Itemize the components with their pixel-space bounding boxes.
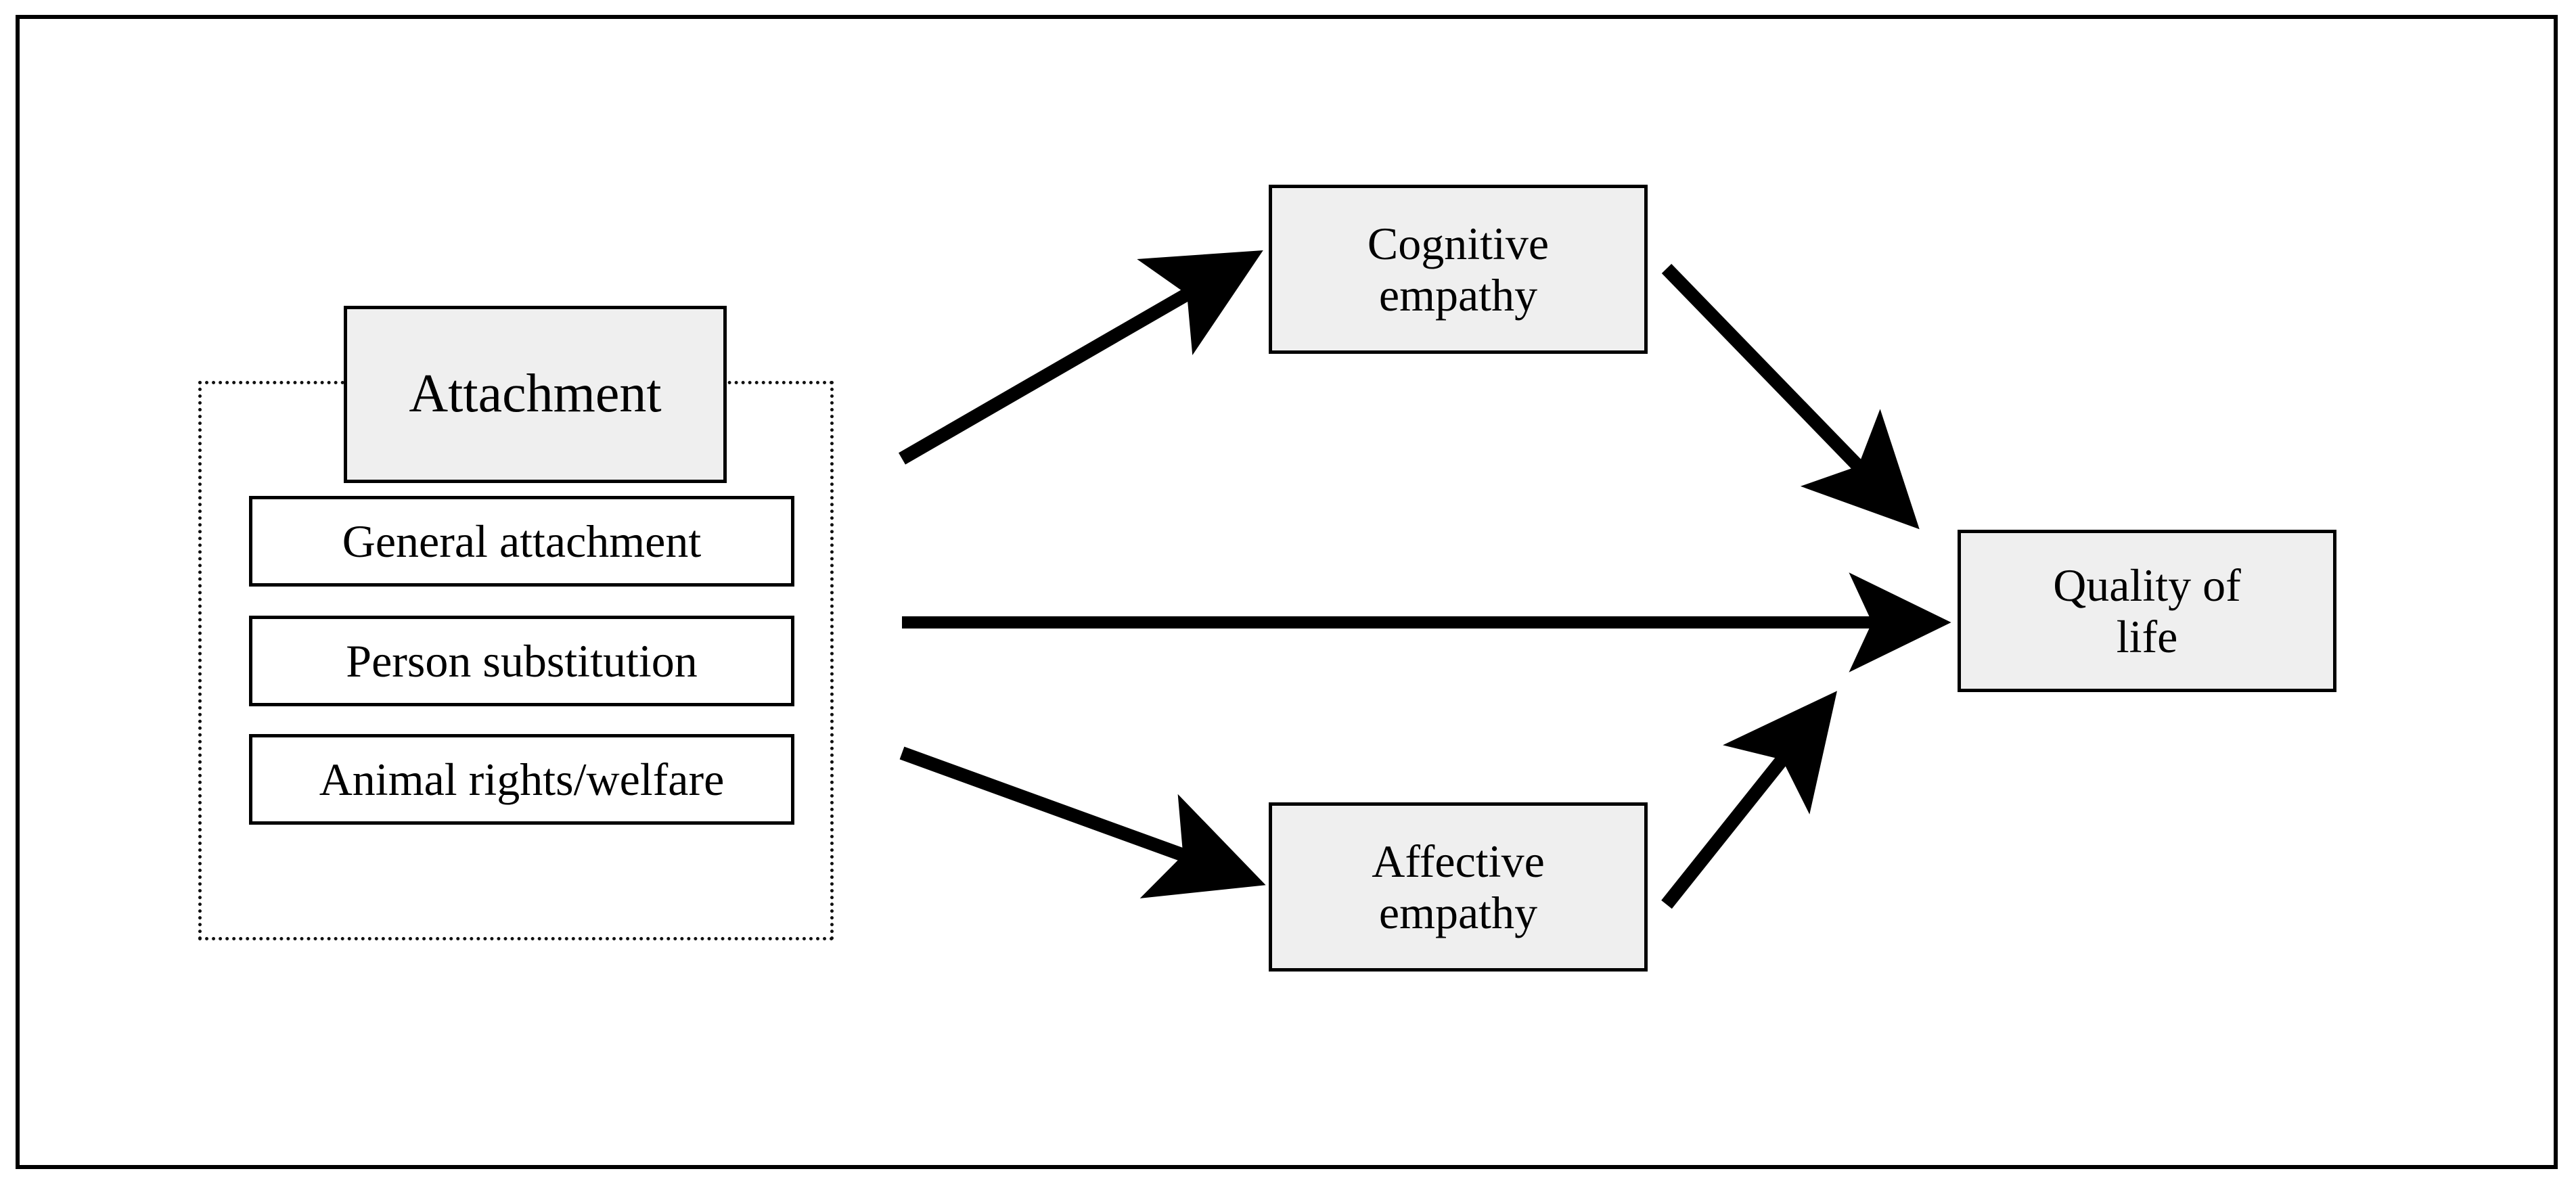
node-attachment[interactable]: Attachment (344, 306, 727, 483)
node-attachment-label: Attachment (409, 364, 662, 424)
node-affective-empathy-line2: empathy (1378, 887, 1538, 938)
node-quality-of-life-line2: life (2116, 611, 2178, 662)
node-cognitive-empathy-line1: Cognitive (1367, 217, 1550, 269)
node-quality-of-life-line1: Quality of (2053, 559, 2241, 611)
node-person-substitution-label: Person substitution (346, 635, 698, 687)
node-person-substitution[interactable]: Person substitution (249, 616, 794, 706)
node-animal-rights-welfare[interactable]: Animal rights/welfare (249, 734, 794, 825)
node-cognitive-empathy-label: Cognitive empathy (1272, 218, 1644, 321)
node-cognitive-empathy[interactable]: Cognitive empathy (1269, 185, 1648, 354)
node-general-attachment-label: General attachment (342, 515, 702, 567)
node-animal-rights-welfare-label: Animal rights/welfare (319, 753, 725, 805)
node-affective-empathy[interactable]: Affective empathy (1269, 802, 1648, 972)
node-general-attachment[interactable]: General attachment (249, 496, 794, 587)
node-affective-empathy-line1: Affective (1372, 835, 1545, 887)
node-affective-empathy-label: Affective empathy (1272, 836, 1644, 938)
node-cognitive-empathy-line2: empathy (1378, 269, 1538, 321)
node-quality-of-life-label: Quality of life (1961, 559, 2333, 662)
node-quality-of-life[interactable]: Quality of life (1958, 530, 2336, 692)
